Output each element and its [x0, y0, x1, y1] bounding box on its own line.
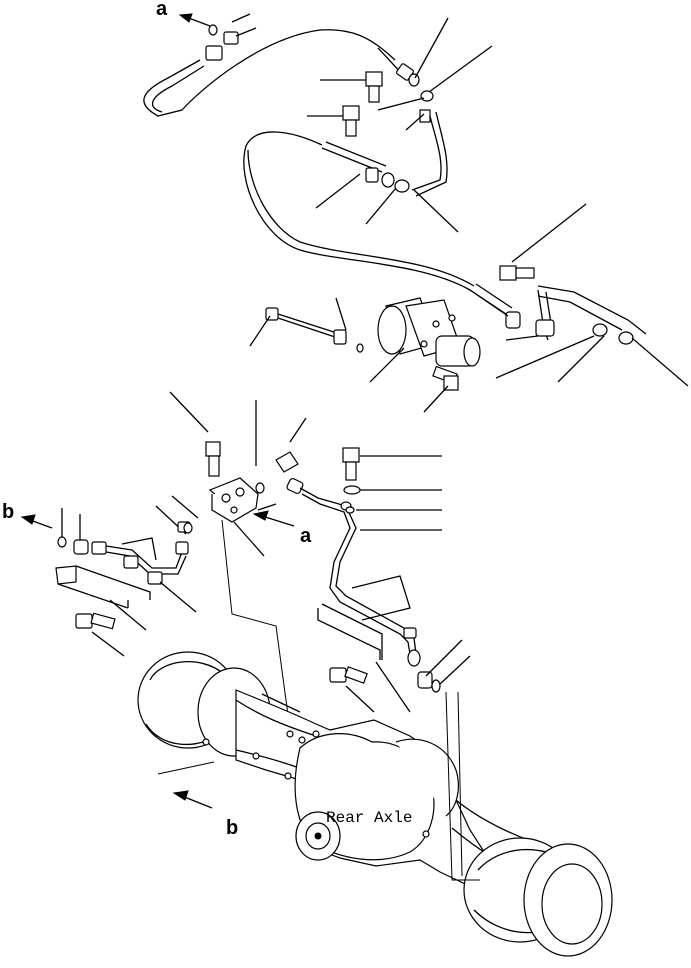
hose-coupler-2 — [365, 167, 379, 183]
o-ring-top — [208, 24, 218, 36]
valve-assembly: a — [155, 391, 471, 713]
callout-arrow-b-left — [20, 514, 53, 529]
nut-right — [618, 331, 634, 345]
callout-label-b-left: b — [2, 501, 14, 523]
top-brake-hose-assembly: a — [143, 0, 513, 319]
bracket-clip — [535, 319, 555, 337]
pipe-nut-right — [403, 627, 417, 639]
o-ring-right — [431, 679, 441, 693]
hose-end-right — [505, 311, 521, 329]
push-rod — [249, 297, 364, 353]
callout-arrow-a-mid — [252, 510, 295, 527]
clamp-2 — [394, 179, 410, 193]
callout-label-a-top: a — [156, 0, 168, 20]
bracket-bolt-left — [75, 612, 125, 657]
bolt-stack-right — [342, 447, 442, 531]
pipe-nut-left-2 — [175, 541, 189, 555]
bolt-right — [499, 203, 587, 281]
elbow-valve — [275, 451, 299, 473]
pipe-nut-mid — [286, 477, 304, 495]
elbow-fitting-top — [223, 31, 239, 45]
bracket-bolt-right — [329, 661, 411, 713]
callout-label-b-bottom: b — [226, 817, 238, 839]
pipe-nut-left — [91, 541, 107, 555]
bolt-upper-2 — [307, 105, 360, 137]
brake-cylinder — [369, 297, 481, 383]
o-ring-left — [57, 536, 67, 548]
elbow-right — [417, 671, 433, 689]
right-wheel-hub — [463, 837, 613, 957]
callout-label-a-mid: a — [300, 525, 312, 547]
bolt-upper-1 — [320, 71, 383, 103]
diff-cover — [395, 738, 459, 817]
hose-fitting-top — [205, 45, 223, 61]
left-pipe-assembly: b — [2, 501, 291, 731]
nut-2 — [381, 172, 395, 188]
fitting-right — [592, 323, 608, 337]
nut-1 — [408, 73, 420, 87]
mount-bolt — [423, 365, 459, 413]
pinion-flange — [295, 811, 341, 861]
valve-bolt — [205, 441, 221, 477]
callout-arrow-b-bottom — [172, 790, 213, 809]
rear-axle: Rear Axle b — [137, 651, 613, 957]
callout-arrow-a-top — [178, 13, 211, 27]
elbow-left — [73, 539, 89, 555]
o-ring-valve — [255, 482, 265, 494]
clamp-1 — [420, 90, 434, 102]
axle-label: Rear Axle — [326, 809, 412, 827]
brake-chamber-assembly — [249, 203, 689, 413]
hose-fitting-right — [407, 649, 421, 667]
bracket-end-left — [55, 565, 77, 585]
relay-valve — [208, 477, 260, 523]
